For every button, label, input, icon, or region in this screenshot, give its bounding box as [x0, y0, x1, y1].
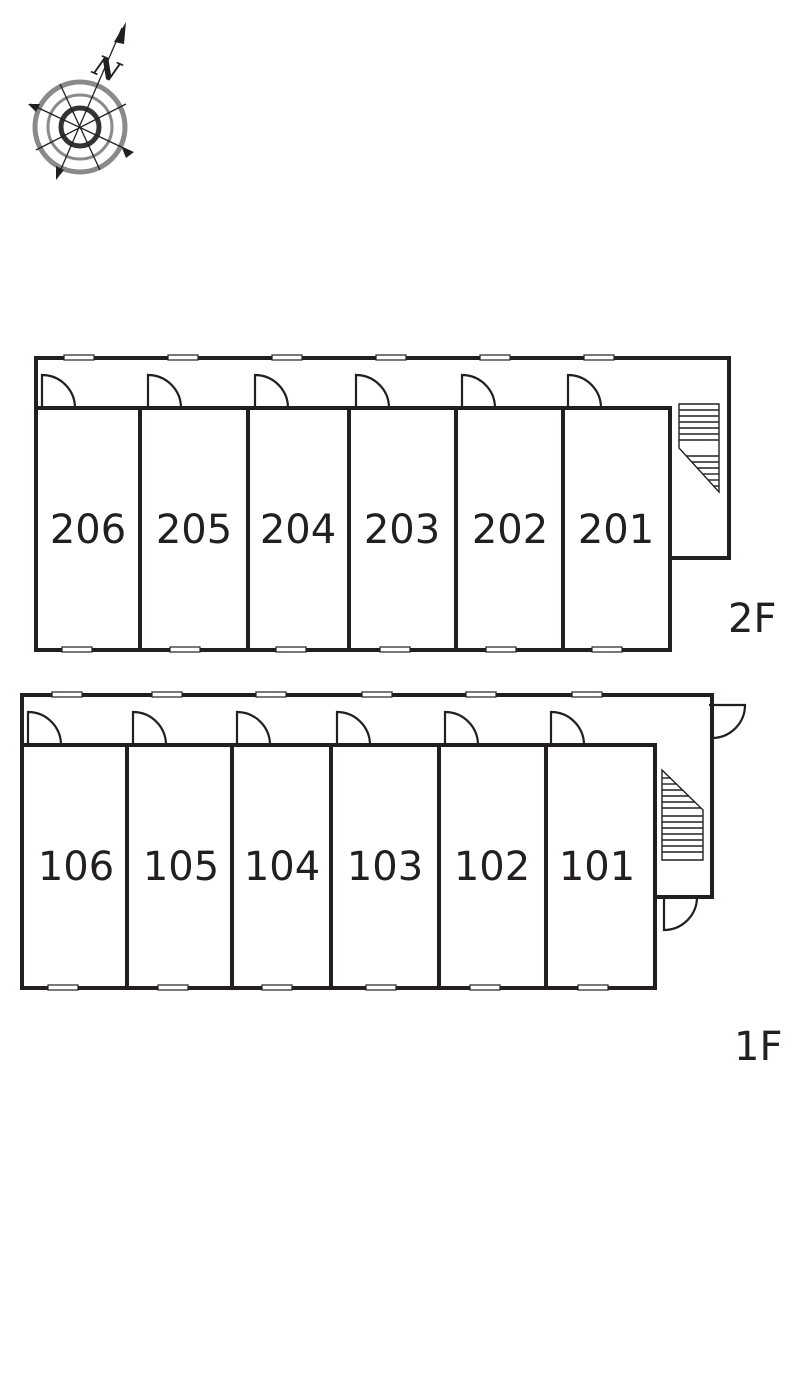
unit-201	[561, 406, 672, 652]
door-icon	[26, 703, 747, 932]
room-number-203: 203	[364, 507, 440, 553]
room-number-206: 206	[50, 507, 126, 553]
room-number-105: 105	[143, 844, 219, 890]
floor-2f: 206 205 204 203 202 201	[34, 354, 776, 653]
room-number-205: 205	[156, 507, 232, 553]
window-marks-1f-top	[51, 691, 603, 698]
window-marks-2f-bottom	[61, 646, 623, 653]
unit-203	[347, 406, 458, 652]
room-number-106: 106	[38, 844, 114, 890]
unit-101	[544, 743, 657, 990]
window-marks-2f-top	[63, 354, 615, 361]
floor-label-1f: 1F	[734, 1024, 782, 1070]
room-number-102: 102	[454, 844, 530, 890]
room-number-201: 201	[578, 507, 654, 553]
compass-rose-icon: N	[28, 22, 134, 180]
floor-label-2f: 2F	[728, 596, 776, 642]
door-icon	[40, 373, 603, 409]
room-number-103: 103	[347, 844, 423, 890]
room-number-101: 101	[559, 844, 635, 890]
unit-105	[125, 743, 234, 990]
room-number-202: 202	[472, 507, 548, 553]
window-marks-1f-bottom	[47, 984, 609, 991]
floor-1f: 106 105 104 103 102 101	[20, 691, 782, 1070]
unit-106	[20, 743, 129, 990]
staircase-icon	[661, 768, 704, 861]
unit-202	[454, 406, 565, 652]
room-number-104: 104	[244, 844, 320, 890]
room-number-204: 204	[260, 507, 336, 553]
unit-102	[437, 743, 548, 990]
staircase-icon	[678, 403, 720, 494]
